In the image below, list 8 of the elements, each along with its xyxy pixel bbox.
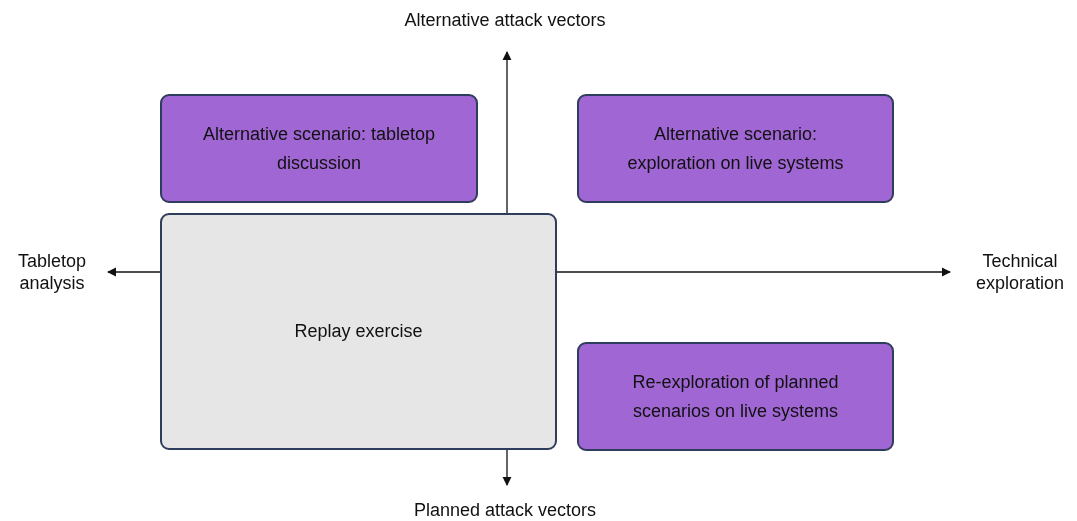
- scenario-box: Alternative scenario: exploration on live systems: [577, 94, 894, 203]
- scenario-box: Re-exploration of planned scenarios on live systems: [577, 342, 894, 451]
- axis-label: Planned attack vectors: [413, 499, 597, 521]
- scenario-box: Alternative scenario: tabletop discussion: [160, 94, 478, 203]
- axis-label: Technical exploration: [974, 250, 1066, 294]
- axis-label: Tabletop analysis: [16, 250, 88, 294]
- axis-label: Alternative attack vectors: [404, 9, 606, 31]
- exercise-box: Replay exercise: [160, 213, 557, 450]
